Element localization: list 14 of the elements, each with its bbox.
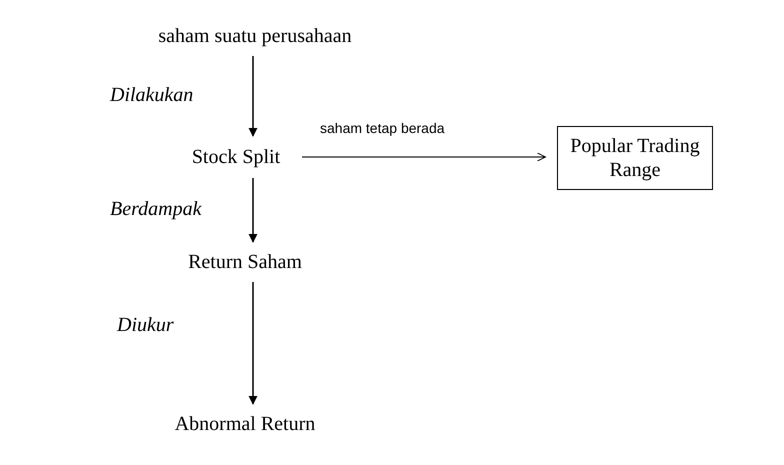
node-label: saham suatu perusahaan	[150, 22, 360, 50]
arrow	[248, 56, 258, 137]
node-label: Stock Split	[170, 142, 302, 172]
edge-label: saham tetap berada	[320, 120, 445, 136]
arrow	[248, 178, 258, 243]
edge-label: Dilakukan	[110, 84, 194, 107]
box-text: Popular Trading Range	[569, 134, 701, 182]
edge-label: Berdampak	[110, 198, 202, 221]
edge-label: Diukur	[117, 314, 174, 337]
node-label: Abnormal Return	[160, 410, 330, 438]
process-box	[557, 126, 713, 190]
node-label: Return Saham	[175, 248, 315, 276]
arrow	[302, 152, 546, 162]
arrow	[248, 282, 258, 405]
